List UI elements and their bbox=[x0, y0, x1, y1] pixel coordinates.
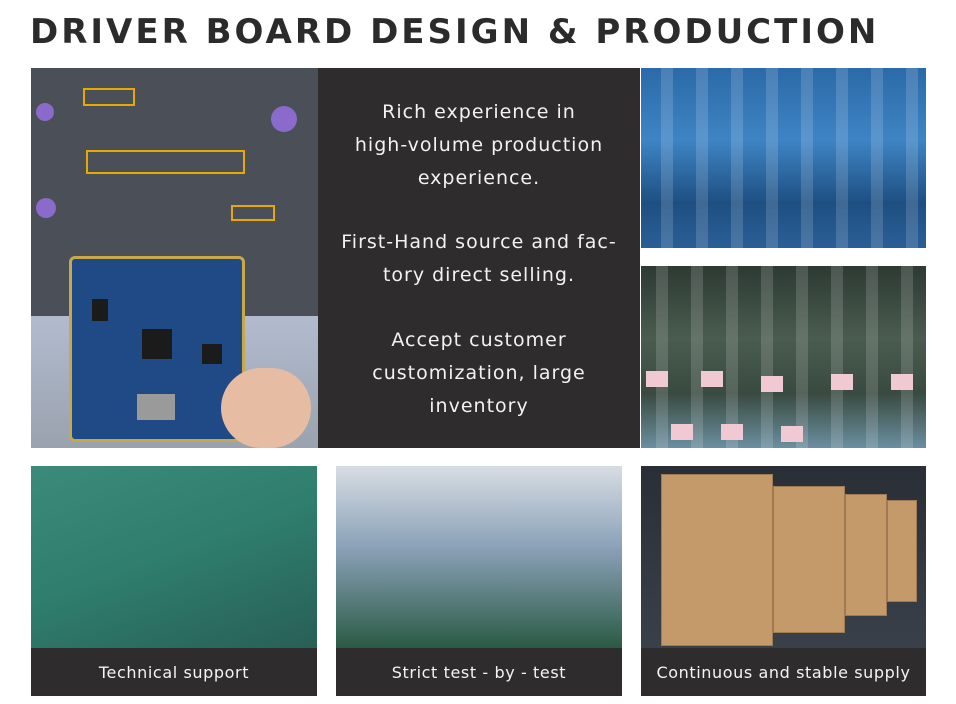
production-rack-photo-blue bbox=[641, 68, 926, 248]
warehouse-boxes-photo bbox=[641, 466, 926, 648]
feature-direct-selling: First-Hand source and fac- tory direct s… bbox=[341, 231, 617, 286]
feature-customization: Accept customer customization, large inv… bbox=[372, 329, 586, 417]
technical-support-caption: Technical support bbox=[31, 648, 317, 696]
pcb-design-photo bbox=[31, 68, 318, 448]
driver-board-image bbox=[69, 256, 245, 442]
stable-supply-caption: Continuous and stable supply bbox=[641, 648, 926, 696]
strict-test-caption: Strict test - by - test bbox=[336, 648, 622, 696]
page-title: DRIVER BOARD DESIGN & PRODUCTION bbox=[30, 12, 880, 52]
factory-testing-photo bbox=[336, 466, 622, 648]
features-panel: Rich experience in high-volume productio… bbox=[318, 68, 640, 448]
technical-support-photo bbox=[31, 466, 317, 648]
feature-experience: Rich experience in high-volume productio… bbox=[354, 101, 604, 189]
hand-image bbox=[221, 368, 311, 448]
production-rack-photo-green bbox=[641, 266, 926, 448]
